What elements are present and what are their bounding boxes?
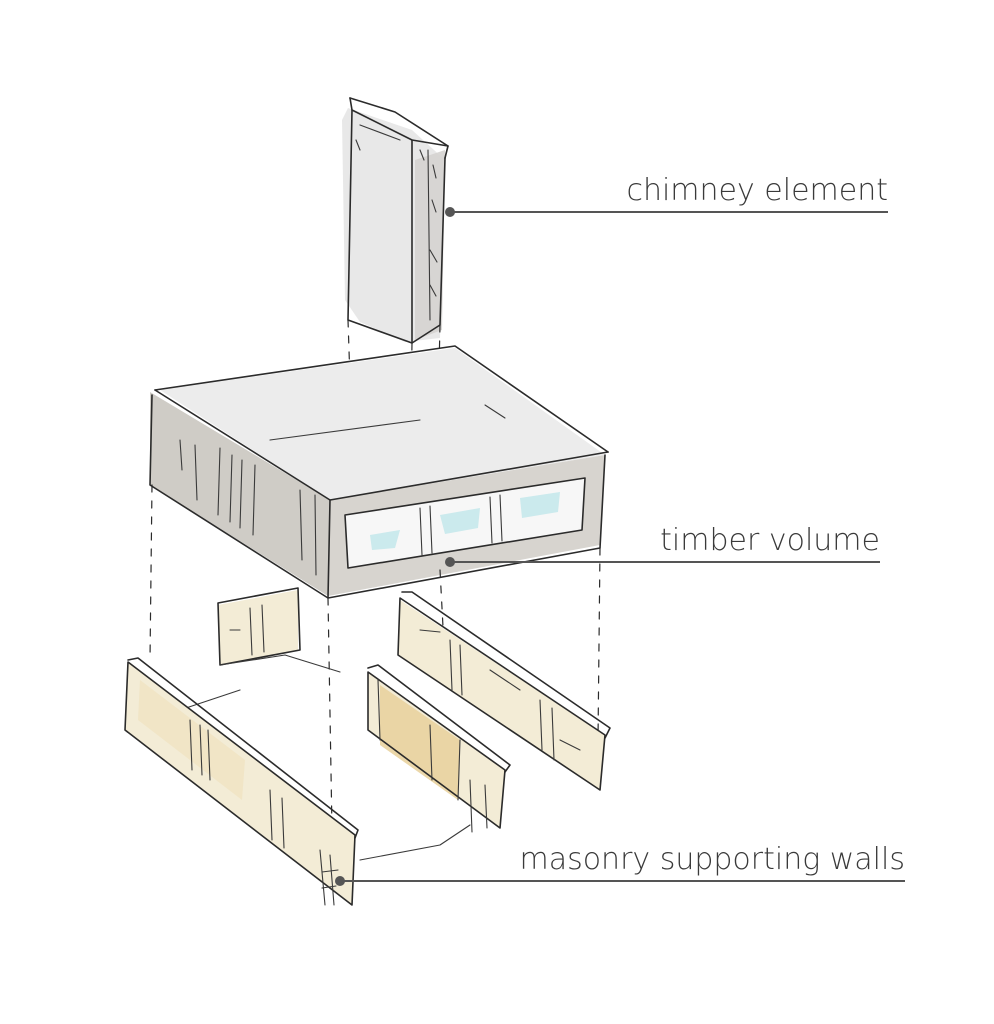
masonry-supporting-walls: [124, 587, 611, 906]
label-timber-text: timber volume: [660, 523, 880, 558]
label-chimney: chimney element: [445, 173, 888, 217]
timber-volume: [149, 345, 609, 599]
label-masonry-text: masonry supporting walls: [519, 842, 905, 877]
label-chimney-text: chimney element: [626, 173, 888, 208]
chimney-element: [342, 97, 449, 344]
label-timber: timber volume: [445, 523, 880, 567]
timber-projection-lines: [149, 484, 601, 831]
label-masonry: masonry supporting walls: [335, 842, 905, 886]
